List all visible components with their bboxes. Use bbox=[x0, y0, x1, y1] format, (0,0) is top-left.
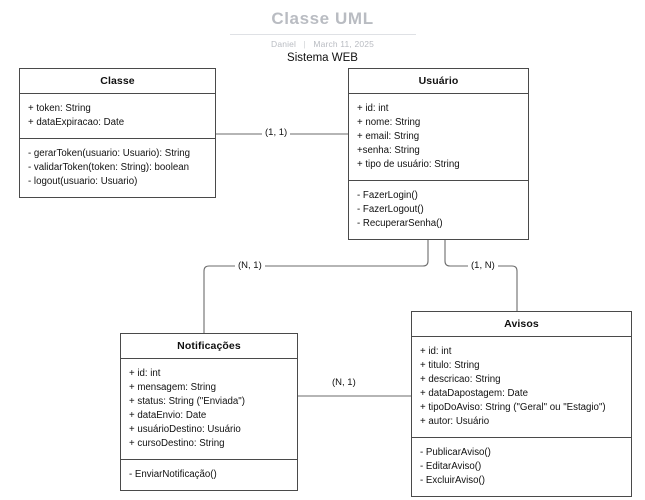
connector-usuario-notificacoes bbox=[203, 223, 429, 333]
multiplicity-label-usuario-notificacoes: (N, 1) bbox=[235, 260, 265, 271]
uml-attributes-compartment: + id: int + mensagem: String + status: S… bbox=[121, 359, 297, 459]
uml-attribute: + id: int bbox=[357, 103, 389, 114]
uml-attribute: + token: String bbox=[28, 103, 91, 114]
uml-attribute: + nome: String bbox=[357, 117, 421, 128]
uml-method: - RecuperarSenha() bbox=[357, 218, 443, 229]
uml-attribute: + mensagem: String bbox=[129, 382, 216, 393]
document-header: Classe UML Daniel | March 11, 2025 Siste… bbox=[0, 0, 645, 64]
uml-class-name: Usuário bbox=[349, 69, 528, 94]
uml-method: - gerarToken(usuario: Usuario): String bbox=[28, 148, 191, 159]
document-meta: Daniel | March 11, 2025 bbox=[0, 39, 645, 49]
page-title: Classe UML bbox=[271, 9, 374, 28]
uml-method: - EditarAviso() bbox=[420, 461, 482, 472]
uml-attribute: + autor: Usuário bbox=[420, 416, 490, 427]
author-name: Daniel bbox=[271, 39, 297, 49]
meta-separator: | bbox=[303, 39, 306, 49]
uml-attribute: + usuárioDestino: Usuário bbox=[129, 424, 241, 435]
header-divider bbox=[229, 34, 416, 35]
uml-attribute: + titulo: String bbox=[420, 360, 480, 371]
uml-attribute: + id: int bbox=[420, 346, 452, 357]
uml-method: - validarToken(token: String): boolean bbox=[28, 162, 190, 173]
uml-attribute: + tipoDoAviso: String ("Geral" ou "Estag… bbox=[420, 402, 606, 413]
uml-attribute: + cursoDestino: String bbox=[129, 438, 225, 449]
uml-class-avisos[interactable]: Avisos + id: int + titulo: String + desc… bbox=[411, 311, 632, 497]
uml-class-name: Notificações bbox=[121, 334, 297, 359]
uml-method: - logout(usuario: Usuario) bbox=[28, 176, 138, 187]
uml-method: - EnviarNotificação() bbox=[129, 469, 217, 480]
uml-methods-compartment: - FazerLogin() - FazerLogout() - Recuper… bbox=[349, 180, 528, 239]
uml-attribute: + email: String bbox=[357, 131, 420, 142]
uml-methods-compartment: - EnviarNotificação() bbox=[121, 459, 297, 490]
document-date: March 11, 2025 bbox=[313, 39, 374, 49]
uml-methods-compartment: - gerarToken(usuario: Usuario): String -… bbox=[20, 138, 215, 197]
uml-method: - FazerLogout() bbox=[357, 204, 424, 215]
uml-attribute: + dataEnvio: Date bbox=[129, 410, 207, 421]
page-subtitle: Sistema WEB bbox=[287, 52, 358, 64]
uml-attribute: + dataExpiracao: Date bbox=[28, 117, 125, 128]
uml-attributes-compartment: + id: int + nome: String + email: String… bbox=[349, 94, 528, 180]
uml-class-usuario[interactable]: Usuário + id: int + nome: String + email… bbox=[348, 68, 529, 240]
uml-method: - PublicarAviso() bbox=[420, 447, 491, 458]
uml-methods-compartment: - PublicarAviso() - EditarAviso() - Excl… bbox=[412, 437, 631, 496]
uml-attribute: + descricao: String bbox=[420, 374, 501, 385]
uml-method: - ExcluirAviso() bbox=[420, 475, 485, 486]
uml-class-classe[interactable]: Classe + token: String + dataExpiracao: … bbox=[19, 68, 216, 198]
uml-attribute: + status: String ("Enviada") bbox=[129, 396, 245, 407]
multiplicity-label-classe-usuario: (1, 1) bbox=[262, 127, 291, 138]
uml-attributes-compartment: + token: String + dataExpiracao: Date bbox=[20, 94, 215, 138]
uml-class-name: Avisos bbox=[412, 312, 631, 337]
uml-method: - FazerLogin() bbox=[357, 190, 418, 201]
uml-attribute: +senha: String bbox=[357, 145, 420, 156]
uml-attribute: + tipo de usuário: String bbox=[357, 159, 460, 170]
uml-attribute: + id: int bbox=[129, 368, 161, 379]
uml-attributes-compartment: + id: int + titulo: String + descricao: … bbox=[412, 337, 631, 437]
multiplicity-label-notificacoes-avisos: (N, 1) bbox=[329, 377, 359, 388]
uml-class-name: Classe bbox=[20, 69, 215, 94]
uml-class-notificacoes[interactable]: Notificações + id: int + mensagem: Strin… bbox=[120, 333, 298, 491]
uml-attribute: + dataDapostagem: Date bbox=[420, 388, 528, 399]
multiplicity-label-usuario-avisos: (1, N) bbox=[468, 260, 498, 271]
